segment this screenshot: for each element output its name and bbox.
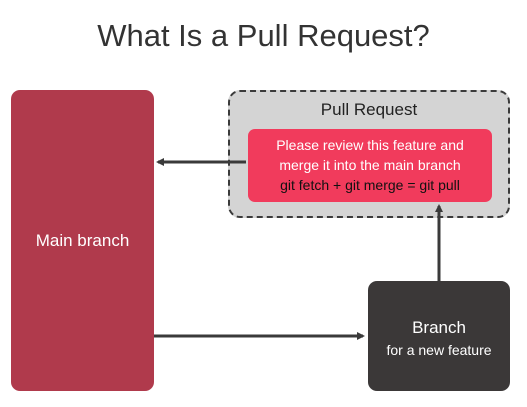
feature-branch-box: Branch for a new feature — [368, 281, 510, 391]
pull-request-message-line-1: Please review this feature and — [276, 137, 464, 153]
feature-branch-title: Branch — [412, 318, 466, 337]
pull-request-message: Please review this feature and merge it … — [248, 129, 492, 202]
slide-title: What Is a Pull Request? — [97, 18, 430, 53]
pull-request-command: git fetch + git merge = git pull — [280, 177, 460, 193]
pull-request-message-line-2: merge it into the main branch — [279, 157, 461, 173]
pull-request-panel: Pull Request Please review this feature … — [228, 90, 510, 218]
pull-request-title: Pull Request — [320, 100, 418, 119]
main-branch-box: Main branch — [11, 90, 154, 391]
main-branch-label: Main branch — [35, 230, 130, 250]
feature-branch-subtitle: for a new feature — [386, 342, 492, 358]
